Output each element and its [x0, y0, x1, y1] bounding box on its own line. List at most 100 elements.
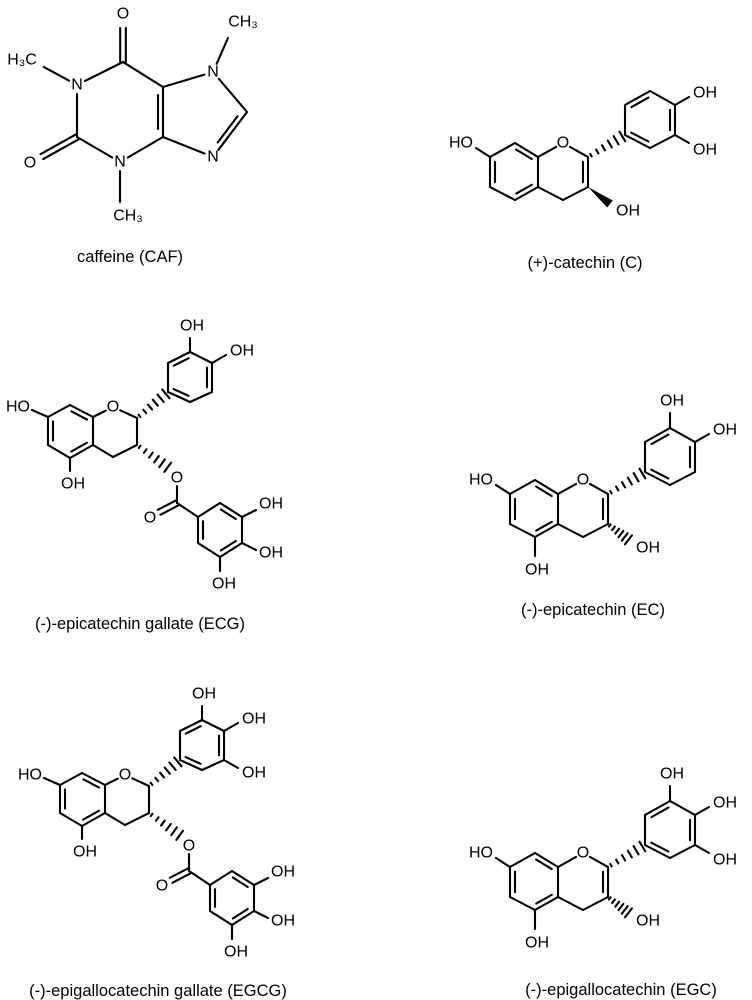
- double-bond-inner-line: [535, 893, 553, 905]
- hydroxyl-label: OH: [616, 203, 640, 220]
- hashed-bond-stroke: [595, 148, 600, 155]
- hydroxyl-label: OH: [212, 576, 236, 593]
- hashed-bond-stroke: [620, 905, 629, 915]
- single-bond: [80, 811, 107, 828]
- single-bond: [196, 501, 222, 519]
- hashed-bond-stroke: [638, 467, 647, 480]
- single-bond: [222, 721, 240, 733]
- hydroxyl-label: OH: [73, 844, 97, 861]
- nitrogen-label: N: [207, 149, 219, 166]
- single-bond: [581, 522, 610, 539]
- caption-epigallocatechin: (-)-epigallocatechin (EGC): [525, 981, 717, 999]
- hydroxyl-label: OH: [525, 935, 549, 952]
- hashed-bond-stroke: [154, 816, 160, 822]
- hashed-bond-stroke: [612, 135, 620, 146]
- double-bond-inner-line: [70, 441, 88, 453]
- single-bond: [215, 36, 230, 65]
- hashed-bond-stroke: [606, 139, 613, 149]
- methyl-label: CH₃: [228, 14, 258, 31]
- single-bond: [533, 478, 560, 496]
- single-bond: [166, 350, 192, 365]
- caption-epicatechin-gallate: (-)-epicatechin gallate (ECG): [35, 615, 245, 633]
- ring-oxygen-label: O: [119, 767, 131, 784]
- hydroxyl-label: HO: [449, 135, 473, 152]
- hashed-bond-stroke: [607, 896, 612, 901]
- double-bond-inner-line: [82, 809, 100, 821]
- single-bond: [58, 811, 84, 828]
- hashed-bond-stroke: [615, 485, 620, 492]
- single-bond: [508, 522, 537, 539]
- single-bond: [187, 869, 212, 887]
- double-bond-inner-line: [630, 96, 650, 109]
- hashed-bond-stroke: [137, 444, 142, 450]
- hydroxyl-label: OH: [242, 765, 266, 782]
- hydroxyl-label: OH: [242, 711, 266, 728]
- hashed-bond-stroke: [142, 408, 148, 415]
- hashed-bond-stroke: [632, 472, 640, 483]
- single-bond: [168, 867, 189, 879]
- methyl-label: CH₃: [113, 208, 143, 225]
- hydroxyl-label: HO: [469, 472, 493, 489]
- single-bond: [588, 482, 610, 496]
- ring-oxygen-label: O: [557, 135, 569, 152]
- nitrogen-label: N: [71, 77, 83, 94]
- hashed-bond-stroke: [142, 448, 148, 454]
- hashed-bond-stroke: [147, 451, 154, 459]
- single-bond: [556, 482, 578, 496]
- hydroxyl-label: OH: [713, 422, 737, 439]
- single-bond: [693, 843, 711, 855]
- hashed-bond-stroke: [146, 403, 154, 411]
- single-bond: [230, 909, 256, 927]
- single-bond: [508, 478, 537, 496]
- single-bond: [240, 541, 258, 552]
- single-bond: [208, 909, 234, 927]
- hydroxyl-label: HO: [6, 399, 30, 416]
- hashed-bond-stroke: [626, 476, 633, 486]
- hashed-bond-stroke: [623, 907, 633, 919]
- double-bond-inner-line: [216, 115, 239, 144]
- hashed-bond-stroke: [156, 393, 165, 403]
- caption-catechin: (+)-catechin (C): [527, 254, 642, 272]
- caption-epicatechin: (-)-epicatechin (EC): [521, 601, 665, 619]
- single-bond: [488, 141, 517, 159]
- single-bond: [643, 843, 672, 860]
- single-bond: [536, 185, 565, 202]
- hydroxyl-label: OH: [180, 318, 204, 335]
- single-bond: [30, 408, 50, 419]
- hydroxyl-label: OH: [660, 766, 684, 783]
- hydroxyl-label: HO: [469, 845, 493, 862]
- single-bond: [123, 811, 151, 827]
- single-bond: [200, 758, 226, 772]
- double-bond-inner-line: [82, 778, 101, 789]
- hydroxyl-label: OH: [259, 545, 283, 562]
- single-bond: [533, 522, 560, 539]
- single-bond: [668, 799, 697, 817]
- hashed-bond-stroke: [165, 822, 172, 832]
- single-bond: [217, 77, 249, 114]
- hashed-bond-stroke: [611, 525, 616, 532]
- single-bond: [42, 776, 62, 787]
- hashed-bond-stroke: [617, 529, 625, 539]
- hashed-bond-stroke: [163, 766, 171, 775]
- ester-oxygen-label: O: [183, 838, 195, 855]
- single-bond: [68, 403, 95, 419]
- hashed-bond-stroke: [154, 776, 160, 783]
- hashed-bond-stroke: [151, 398, 159, 407]
- single-bond: [556, 855, 578, 869]
- hashed-bond-stroke: [632, 845, 640, 856]
- double-bond-inner-line: [535, 858, 553, 871]
- double-bond-inner-line: [231, 876, 249, 889]
- hydroxyl-label: OH: [636, 540, 660, 557]
- single-bond: [166, 390, 192, 404]
- hashed-bond-stroke: [170, 826, 178, 837]
- hashed-bond-stroke: [158, 458, 166, 469]
- single-bond: [536, 145, 558, 159]
- hashed-bond-stroke: [161, 388, 171, 400]
- single-bond: [119, 409, 139, 420]
- single-bond: [159, 504, 180, 516]
